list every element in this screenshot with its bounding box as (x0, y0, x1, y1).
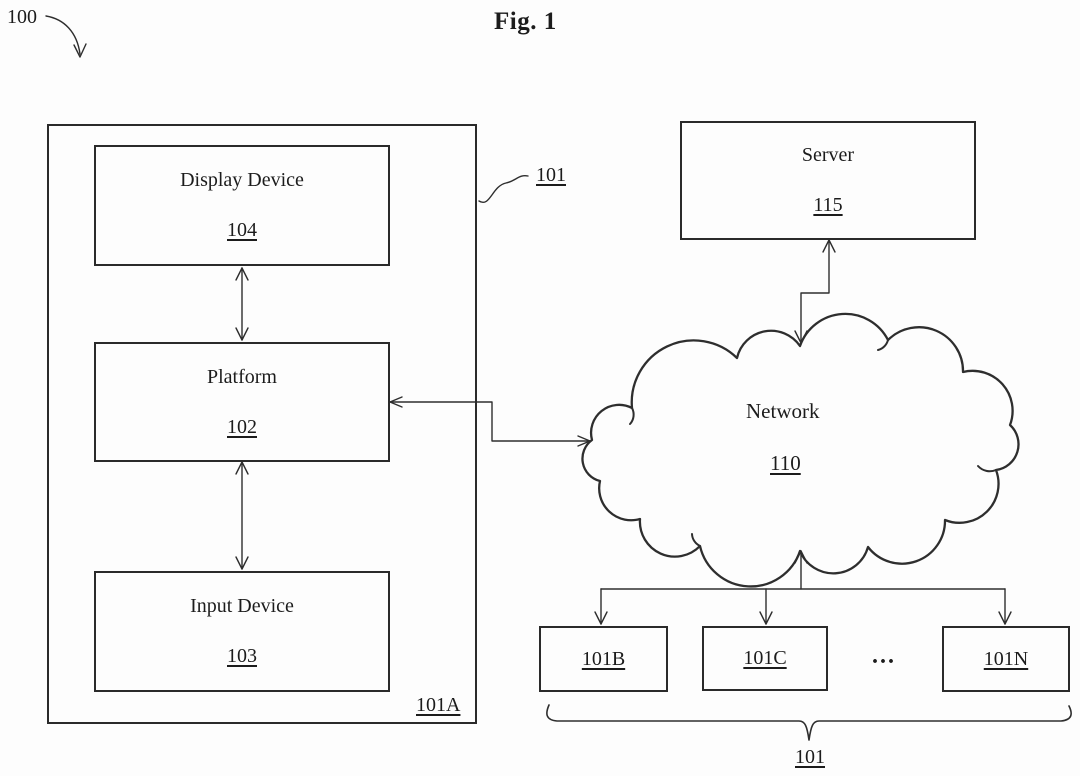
device-101b-box: 101B (539, 626, 668, 692)
client-device-container-box (47, 124, 477, 724)
device-101n-label: 101N (983, 647, 1029, 670)
ref-100-arrowhead (74, 44, 86, 57)
ref-101-label: 101 (536, 164, 566, 186)
input-device-ref: 103 (227, 645, 257, 667)
network-label: Network (746, 399, 820, 423)
figure-title: Fig. 1 (494, 8, 557, 35)
ref-101-leader-squiggle (479, 176, 528, 203)
ref-101-group-label: 101 (795, 746, 825, 768)
server-network-arrowhead-up (823, 240, 835, 252)
device-101c-box: 101C (702, 626, 828, 691)
platform-ref: 102 (227, 415, 257, 438)
platform-label: Platform (207, 365, 277, 388)
platform-network-arrowhead-left (390, 397, 402, 407)
server-network-arrowhead-down (795, 331, 807, 343)
device-101n-box: 101N (942, 626, 1070, 692)
ref-100-label: 100 (7, 6, 37, 28)
network-bus-arrowhead-up (795, 551, 807, 563)
device-101b-label: 101B (581, 647, 626, 670)
platform-box: Platform 102 (94, 342, 390, 462)
cloud-cusp-hook (878, 340, 888, 350)
display-platform-arrowhead-down (236, 328, 248, 340)
input-device-box: Input Device 103 (94, 571, 390, 692)
device-101c-label: 101C (743, 647, 787, 669)
platform-input-arrowhead-up (236, 462, 248, 474)
platform-network-arrowhead-right (578, 436, 590, 446)
device-101n-arrowhead (999, 612, 1011, 624)
server-label: Server (801, 144, 855, 166)
display-platform-arrowhead-up (236, 268, 248, 280)
network-ref: 110 (770, 451, 801, 475)
cloud-cusp-hook (978, 466, 996, 471)
devices-ellipsis-label: ... (872, 643, 896, 669)
cloud-cusp-hook (692, 534, 700, 546)
cloud-cusp-hook (630, 408, 634, 424)
ref-100-arrow (46, 16, 80, 54)
server-box: Server 115 (680, 121, 976, 240)
ref-101a-label: 101A (416, 694, 461, 716)
platform-input-arrowhead-down (236, 557, 248, 569)
display-device-ref: 104 (227, 219, 257, 241)
display-device-label: Display Device (180, 169, 304, 191)
device-101b-arrowhead (595, 612, 607, 624)
platform-network-connector (390, 402, 590, 441)
server-ref: 115 (813, 194, 843, 216)
display-device-box: Display Device 104 (94, 145, 390, 266)
devices-brace (547, 705, 1071, 740)
server-network-connector (801, 240, 829, 343)
device-101c-arrowhead (760, 612, 772, 624)
input-device-label: Input Device (190, 595, 294, 617)
